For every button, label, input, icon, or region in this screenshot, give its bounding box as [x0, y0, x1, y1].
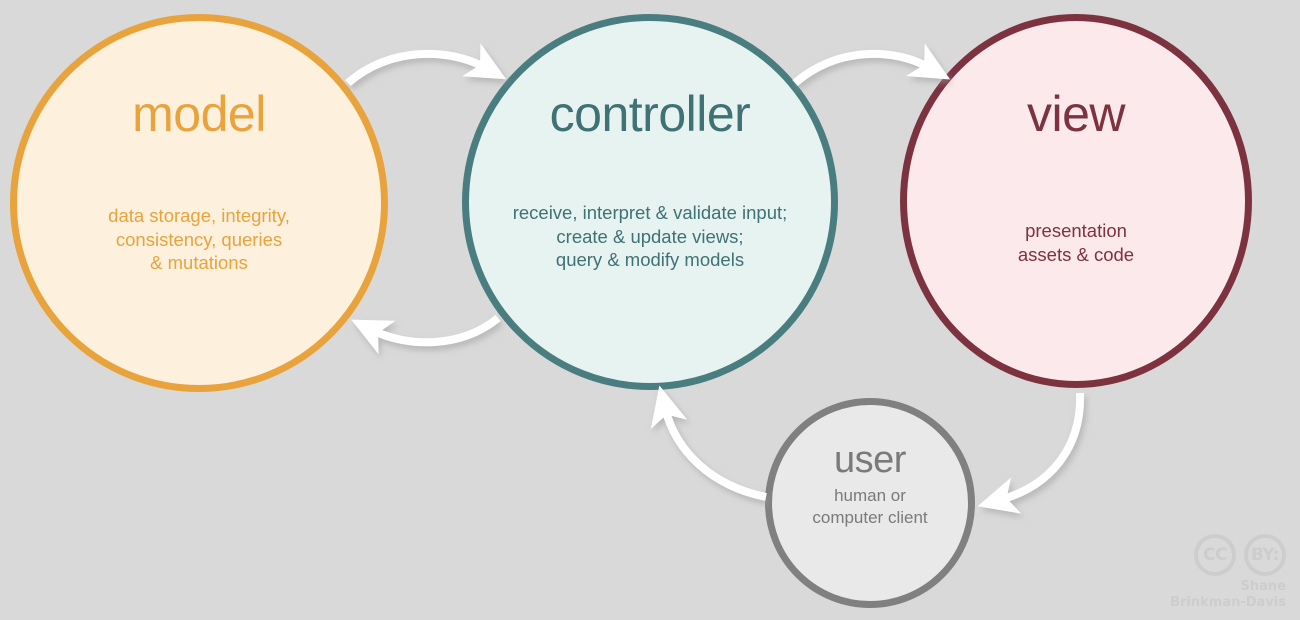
creative-commons-watermark: CC BY: Shane Brinkman-Davis — [1158, 534, 1286, 610]
node-controller[interactable]: controller receive, interpret & validate… — [462, 14, 838, 390]
arrow-model-to-controller — [345, 43, 507, 87]
node-user-title: user — [834, 439, 906, 481]
attribution-by-icon: BY: — [1244, 534, 1286, 577]
node-view-description: presentation assets & code — [1017, 220, 1135, 265]
arrow-controller-to-view — [792, 43, 951, 87]
author-attribution: Shane Brinkman-Davis — [1170, 579, 1286, 610]
node-model-description: data storage, integrity, consistency, qu… — [108, 205, 290, 274]
cc-badges: CC BY: — [1194, 534, 1286, 577]
creative-commons-icon: CC — [1194, 534, 1236, 577]
arrow-controller-to-model — [351, 314, 501, 355]
node-view[interactable]: view presentation assets & code — [900, 14, 1252, 388]
arrow-user-to-controller — [650, 385, 767, 501]
node-user-description: human or computer client — [812, 486, 928, 527]
node-user[interactable]: user human or computer client — [765, 398, 975, 608]
node-controller-title: controller — [549, 86, 751, 142]
arrow-view-to-user — [977, 392, 1085, 514]
node-controller-description: receive, interpret & validate input; cre… — [512, 202, 788, 271]
author-line-2: Brinkman-Davis — [1170, 594, 1286, 610]
node-model[interactable]: model data storage, integrity, consisten… — [10, 14, 388, 392]
author-line-1: Shane — [1240, 579, 1286, 595]
node-view-title: view — [1026, 86, 1126, 142]
node-model-title: model — [132, 86, 266, 142]
